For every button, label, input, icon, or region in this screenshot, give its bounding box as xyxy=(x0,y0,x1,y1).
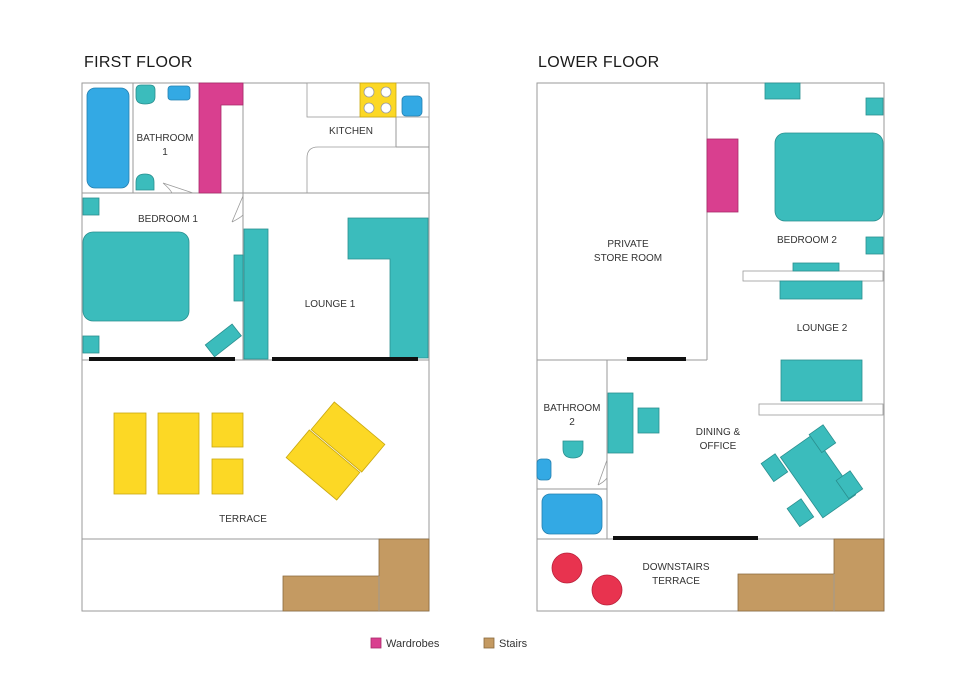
dining-chair xyxy=(835,470,864,500)
hob-burner-icon xyxy=(363,86,375,98)
dining-chair xyxy=(760,453,789,483)
lower-floor-title: LOWER FLOOR xyxy=(538,54,660,71)
shower-tray-icon xyxy=(135,173,155,191)
room-label-downstairs-terrace: DOWNSTAIRS xyxy=(642,562,709,573)
sink-icon xyxy=(167,85,191,101)
dining-chair xyxy=(808,424,837,454)
stairs xyxy=(282,538,430,612)
toilet-icon xyxy=(562,440,584,459)
lounge2-sofa xyxy=(779,280,863,300)
room-label-downstairs-terrace-line2: TERRACE xyxy=(652,576,700,587)
sun-lounger xyxy=(113,412,147,495)
nightstand xyxy=(82,335,100,354)
legend: Wardrobes Stairs xyxy=(370,637,528,650)
room-label-bedroom2: BEDROOM 2 xyxy=(777,235,837,246)
wardrobe-2 xyxy=(706,138,739,213)
bedroom2-dresser xyxy=(764,82,801,100)
room-label-lounge1: LOUNGE 1 xyxy=(305,299,356,310)
terrace-seat xyxy=(211,458,244,495)
legend-swatch-stairs xyxy=(483,637,495,649)
sun-lounger xyxy=(285,429,361,501)
planter xyxy=(591,574,623,606)
nightstand xyxy=(865,236,884,255)
wardrobe-1 xyxy=(198,82,244,194)
bedroom1-shelf xyxy=(233,254,244,302)
lounge2-shelf xyxy=(792,262,840,272)
room-label-dining-line2: OFFICE xyxy=(700,441,737,452)
tv-unit xyxy=(243,228,269,360)
bathtub-icon xyxy=(86,87,130,189)
lounge2-partition-unit xyxy=(742,270,884,282)
kitchen-sink-icon xyxy=(401,95,423,117)
bedroom1-door xyxy=(231,195,244,223)
nightstand xyxy=(82,197,100,216)
office-desk xyxy=(607,392,634,454)
room-label-bathroom1: BATHROOM xyxy=(136,133,193,144)
terrace-seat xyxy=(211,412,244,448)
bathroom2-door xyxy=(597,459,608,486)
sink-icon xyxy=(536,458,552,481)
kitchen-island xyxy=(306,146,429,193)
lower-floor-outline xyxy=(536,82,885,612)
bathtub-icon xyxy=(541,493,603,535)
legend-swatch-wardrobes xyxy=(370,637,382,649)
room-label-store-room: PRIVATE xyxy=(607,239,649,250)
bedroom1-chair xyxy=(204,323,242,358)
toilet-icon xyxy=(135,84,156,105)
dining-table xyxy=(779,433,857,519)
hob-burner-icon xyxy=(363,102,375,114)
stairs xyxy=(737,538,885,612)
lounge2-console xyxy=(758,403,884,416)
planter xyxy=(551,552,583,584)
hob-burner-icon xyxy=(380,86,392,98)
legend-label-stairs: Stairs xyxy=(499,638,528,650)
room-label-bathroom2-number: 2 xyxy=(569,417,575,428)
corner-sofa xyxy=(347,217,429,359)
lounge2-sofa xyxy=(780,359,863,402)
hob-burner-icon xyxy=(380,102,392,114)
room-label-store-room-line2: STORE ROOM xyxy=(594,253,662,264)
room-label-bathroom1-number: 1 xyxy=(162,147,168,158)
nightstand xyxy=(865,97,884,116)
lower-floor-plan: PRIVATE STORE ROOM BEDROOM 2 LOUNGE 2 BA… xyxy=(536,82,885,612)
room-label-terrace: TERRACE xyxy=(219,514,267,525)
room-label-bedroom1: BEDROOM 1 xyxy=(138,214,198,225)
room-label-lounge2: LOUNGE 2 xyxy=(797,323,848,334)
room-label-bathroom2: BATHROOM xyxy=(543,403,600,414)
dining-chair xyxy=(786,498,815,528)
first-floor-title: FIRST FLOOR xyxy=(84,54,193,71)
legend-label-wardrobes: Wardrobes xyxy=(386,638,440,650)
room-label-kitchen: KITCHEN xyxy=(329,126,373,137)
room-label-dining: DINING & xyxy=(696,427,741,438)
office-chair xyxy=(637,407,660,434)
bed-2 xyxy=(774,132,884,222)
first-floor-plan: BATHROOM 1 KITCHEN BEDROOM 1 LOUNGE 1 TE… xyxy=(81,82,430,612)
sun-lounger xyxy=(310,401,386,473)
first-floor-outline xyxy=(81,82,430,612)
bed-1 xyxy=(82,231,190,322)
bathroom1-door xyxy=(162,182,194,194)
sun-lounger xyxy=(157,412,200,495)
